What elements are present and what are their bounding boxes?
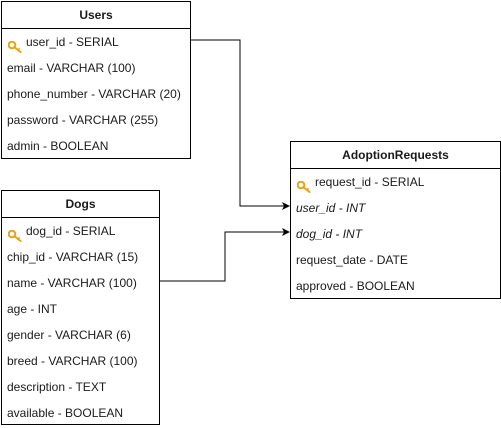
field-row[interactable]: phone_number - VARCHAR (20) bbox=[2, 81, 190, 107]
field-label: available - BOOLEAN bbox=[7, 406, 124, 420]
field-label: breed - VARCHAR (100) bbox=[7, 354, 138, 368]
field-label: age - INT bbox=[7, 302, 58, 316]
field-label: dog_id - INT bbox=[296, 227, 363, 241]
field-row[interactable]: description - TEXT bbox=[2, 374, 159, 400]
entity-dogs[interactable]: Dogs dog_id - SERIAL chip_id - VARCHAR (1… bbox=[1, 190, 160, 425]
field-row[interactable]: name - VARCHAR (100) bbox=[2, 270, 159, 296]
entity-adoption-requests[interactable]: AdoptionRequests request_id - SERIAL user… bbox=[290, 141, 501, 299]
relationship-line-dog-id bbox=[160, 228, 290, 282]
field-row[interactable]: email - VARCHAR (100) bbox=[2, 55, 190, 81]
field-row[interactable]: available - BOOLEAN bbox=[2, 400, 159, 426]
field-label: admin - BOOLEAN bbox=[7, 139, 109, 153]
primary-key-field[interactable]: user_id - SERIAL bbox=[2, 29, 190, 55]
foreign-key-field[interactable]: user_id - INT bbox=[291, 195, 500, 221]
primary-key-field[interactable]: dog_id - SERIAL bbox=[2, 218, 159, 244]
field-label: chip_id - VARCHAR (15) bbox=[7, 250, 139, 264]
field-list: dog_id - SERIAL chip_id - VARCHAR (15) nam… bbox=[2, 218, 159, 426]
field-row[interactable]: admin - BOOLEAN bbox=[2, 133, 190, 159]
field-row[interactable]: password - VARCHAR (255) bbox=[2, 107, 190, 133]
primary-key-field[interactable]: request_id - SERIAL bbox=[291, 169, 500, 195]
field-list: user_id - SERIAL email - VARCHAR (100) pho… bbox=[2, 29, 190, 159]
field-label: gender - VARCHAR (6) bbox=[7, 328, 131, 342]
field-label: user_id - INT bbox=[296, 201, 366, 215]
field-list: request_id - SERIAL user_id - INT dog_id -… bbox=[291, 169, 500, 299]
relationship-line-user-id bbox=[191, 39, 290, 210]
field-label: description - TEXT bbox=[7, 380, 107, 394]
entity-title: AdoptionRequests bbox=[291, 142, 500, 169]
field-label: phone_number - VARCHAR (20) bbox=[7, 87, 181, 101]
field-label: request_date - DATE bbox=[296, 253, 408, 267]
field-row[interactable]: approved - BOOLEAN bbox=[291, 273, 500, 299]
field-label: name - VARCHAR (100) bbox=[7, 276, 137, 290]
field-row[interactable]: chip_id - VARCHAR (15) bbox=[2, 244, 159, 270]
field-label: dog_id - SERIAL bbox=[26, 224, 116, 238]
field-label: password - VARCHAR (255) bbox=[7, 113, 159, 127]
key-icon bbox=[7, 36, 22, 53]
foreign-key-field[interactable]: dog_id - INT bbox=[291, 221, 500, 247]
entity-title: Users bbox=[2, 2, 190, 29]
field-label: email - VARCHAR (100) bbox=[7, 61, 136, 75]
entity-users[interactable]: Users user_id - SERIAL email - VARCHAR (1… bbox=[1, 1, 191, 159]
field-row[interactable]: breed - VARCHAR (100) bbox=[2, 348, 159, 374]
key-icon bbox=[7, 225, 22, 242]
field-label: request_id - SERIAL bbox=[315, 175, 425, 189]
field-row[interactable]: age - INT bbox=[2, 296, 159, 322]
field-label: user_id - SERIAL bbox=[26, 35, 119, 49]
field-row[interactable]: gender - VARCHAR (6) bbox=[2, 322, 159, 348]
key-icon bbox=[296, 176, 311, 193]
field-row[interactable]: request_date - DATE bbox=[291, 247, 500, 273]
field-label: approved - BOOLEAN bbox=[296, 279, 415, 293]
entity-title: Dogs bbox=[2, 191, 159, 218]
